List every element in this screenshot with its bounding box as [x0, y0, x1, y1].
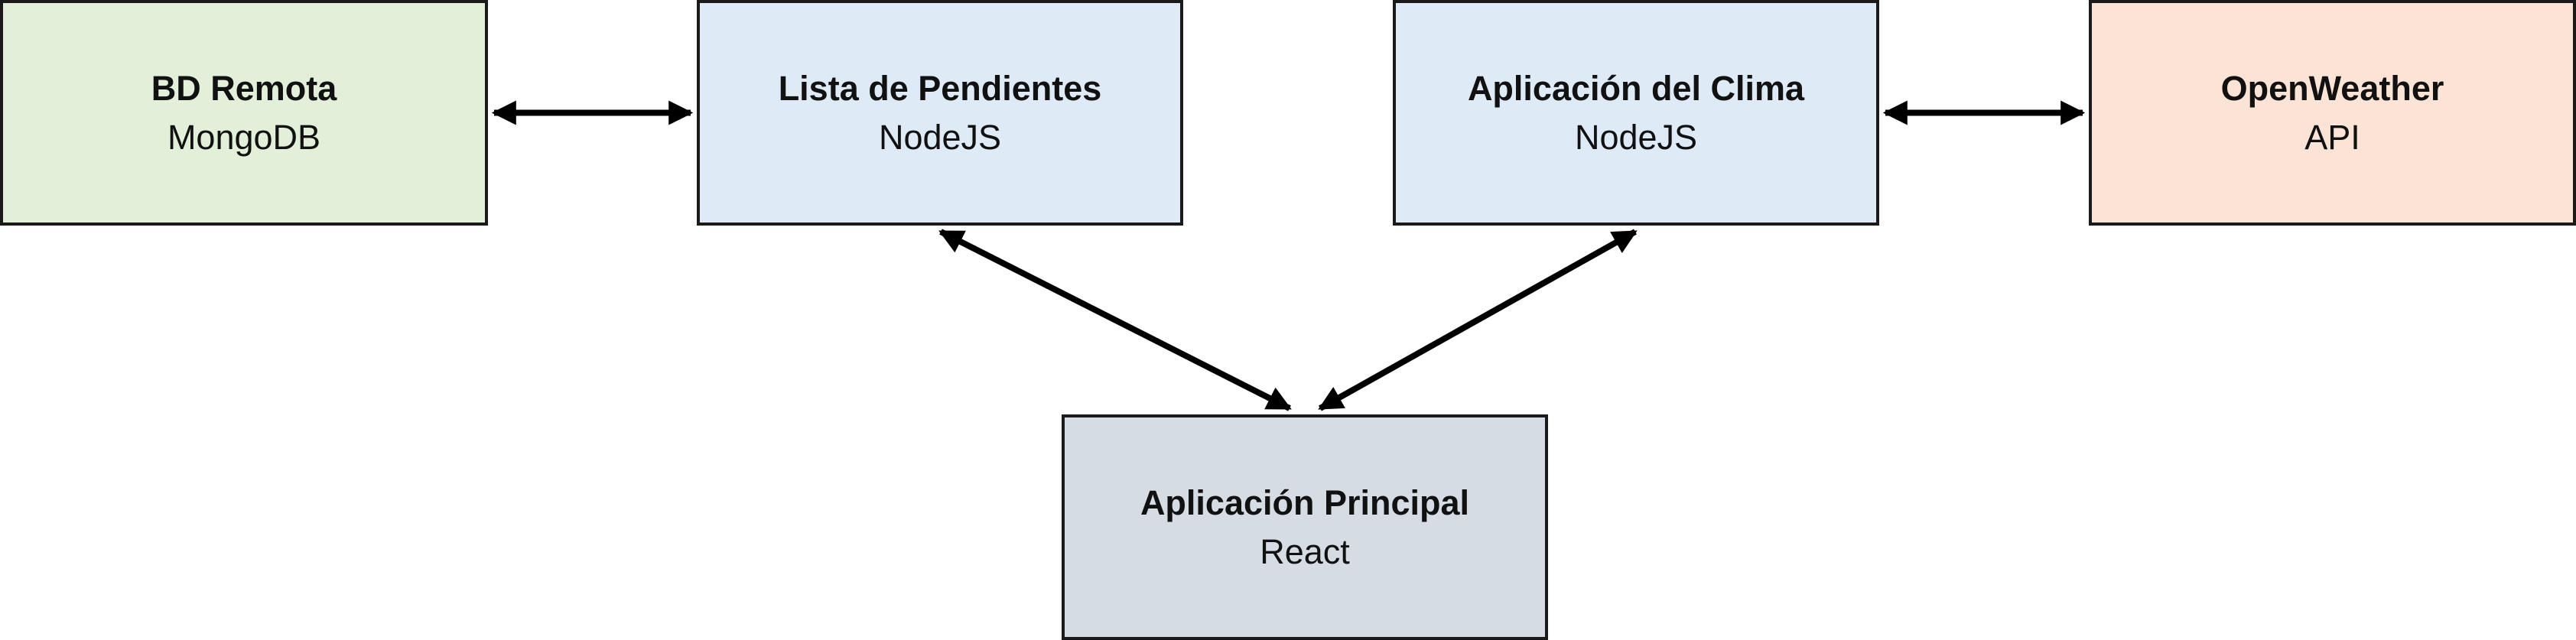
node-lista-de-pendientes: Lista de Pendientes NodeJS: [697, 0, 1183, 226]
node-aplicacion-del-clima: Aplicación del Clima NodeJS: [1393, 0, 1879, 226]
node-lista-subtitle: NodeJS: [878, 117, 1002, 157]
node-openweather-title: OpenWeather: [2220, 68, 2444, 108]
node-bd-remota-title: BD Remota: [151, 68, 337, 108]
node-openweather: OpenWeather API: [2089, 0, 2576, 226]
node-principal-title: Aplicación Principal: [1140, 482, 1470, 522]
node-bd-remota-subtitle: MongoDB: [167, 117, 321, 157]
node-lista-title: Lista de Pendientes: [778, 68, 1102, 108]
node-aplicacion-principal: Aplicación Principal React: [1062, 414, 1548, 640]
node-bd-remota: BD Remota MongoDB: [0, 0, 488, 226]
connector-lista-principal: [938, 229, 1292, 411]
connector-clima-principal: [1318, 229, 1638, 411]
node-principal-subtitle: React: [1260, 531, 1350, 571]
node-clima-title: Aplicación del Clima: [1467, 68, 1805, 108]
node-clima-subtitle: NodeJS: [1574, 117, 1698, 157]
node-openweather-subtitle: API: [2304, 117, 2360, 157]
